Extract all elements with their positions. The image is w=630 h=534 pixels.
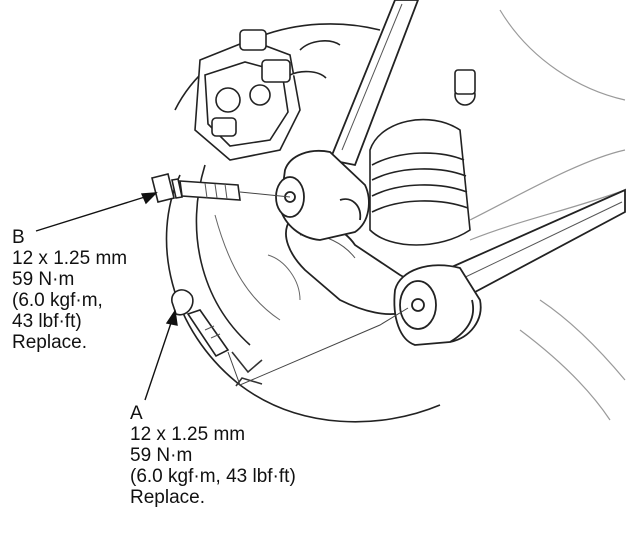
callout-b-torque-lbf: 43 lbf·ft) <box>12 311 82 332</box>
background-lines <box>469 9 626 421</box>
callout-a-letter: A <box>130 403 143 424</box>
lower-bushing <box>393 264 482 346</box>
cv-boot <box>369 69 476 246</box>
upper-bushing <box>275 150 370 241</box>
callout-a-size: 12 x 1.25 mm <box>130 424 246 445</box>
bolt-b <box>151 173 241 203</box>
callout-bolt-a: A 12 x 1.25 mm 59 N·m (6.0 kgf·m, 43 lbf… <box>130 403 296 508</box>
alignment-lines <box>227 191 409 386</box>
upper-rod <box>328 0 419 167</box>
lower-rod <box>443 188 626 302</box>
leader-lines <box>35 192 178 401</box>
callout-a-torque-nm: 59 N·m <box>130 445 193 466</box>
bolt-a <box>171 289 230 358</box>
callout-b-torque-nm: 59 N·m <box>12 269 75 290</box>
callout-b-letter: B <box>12 227 25 248</box>
brake-caliper <box>194 29 341 161</box>
callout-b-torque-kgf: (6.0 kgf·m, <box>12 290 103 311</box>
callout-a-torque-alt: (6.0 kgf·m, 43 lbf·ft) <box>130 466 296 487</box>
callout-bolt-b: B 12 x 1.25 mm 59 N·m (6.0 kgf·m, 43 lbf… <box>12 227 127 353</box>
callout-b-note: Replace. <box>12 332 87 353</box>
callout-a-note: Replace. <box>130 487 205 508</box>
callout-b-size: 12 x 1.25 mm <box>12 248 128 269</box>
